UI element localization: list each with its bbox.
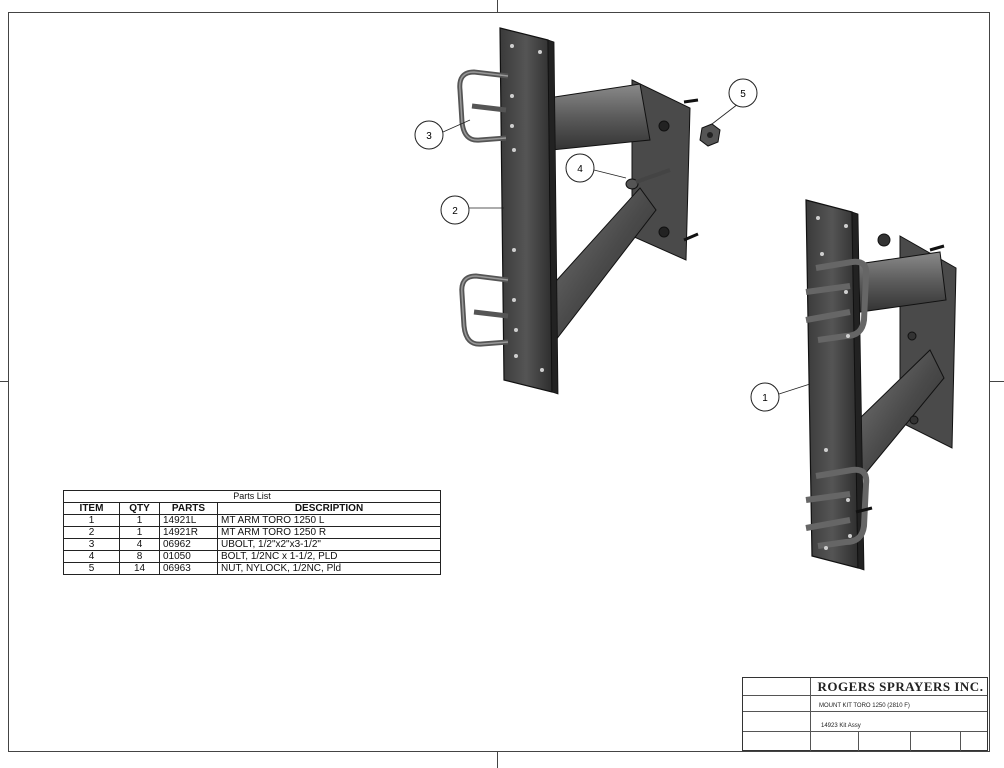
- leader-lines: [442, 103, 811, 395]
- cell-part: 06963: [159, 562, 218, 575]
- cell-description: MT ARM TORO 1250 R: [217, 526, 441, 539]
- title-block: ROGERS SPRAYERS INC. MOUNT KIT TORO 1250…: [742, 677, 988, 751]
- u-bolt-upper: [815, 258, 870, 343]
- balloon-1: 1: [762, 393, 768, 404]
- plate-holes: [816, 216, 852, 550]
- header-description: DESCRIPTION: [217, 502, 441, 515]
- cell-description: BOLT, 1/2NC x 1-1/2, PLD: [217, 550, 441, 563]
- plate-edge: [851, 211, 865, 571]
- table-row: 4 8 01050 BOLT, 1/2NC x 1-1/2, PLD: [63, 550, 441, 563]
- cell-part: 06962: [159, 538, 218, 551]
- cell-qty: 14: [119, 562, 160, 575]
- center-mark-left: [0, 381, 8, 382]
- balloon-5: 5: [740, 89, 746, 100]
- center-mark-bottom: [497, 752, 498, 768]
- cell-description: MT ARM TORO 1250 L: [217, 514, 441, 527]
- cell-description: UBOLT, 1/2"x2"x3-1/2": [217, 538, 441, 551]
- header-parts: PARTS: [159, 502, 218, 515]
- header-item: ITEM: [63, 502, 120, 515]
- company-name: ROGERS SPRAYERS INC.: [817, 679, 984, 694]
- table-row: 2 1 14921R MT ARM TORO 1250 R: [63, 526, 441, 539]
- table-row: 5 14 06963 NUT, NYLOCK, 1/2NC, Pld: [63, 562, 441, 575]
- drawing-number: 14923 Kit Assy: [821, 723, 861, 729]
- parts-list-table: Parts List ITEM QTY PARTS DESCRIPTION 1 …: [63, 490, 441, 575]
- main-plate: [499, 27, 553, 393]
- table-row: 3 4 06962 UBOLT, 1/2"x2"x3-1/2": [63, 538, 441, 551]
- plate-holes: [510, 44, 544, 372]
- cell-item: 4: [63, 550, 120, 563]
- cell-item: 1: [63, 514, 120, 527]
- mount-arm-right-assembly: [457, 27, 721, 395]
- nut-item-5: [699, 123, 721, 147]
- cell-part: 14921L: [159, 514, 218, 527]
- drawing-title: MOUNT KIT TORO 1250 (2810 F): [819, 703, 910, 709]
- table-row: 1 1 14921L MT ARM TORO 1250 L: [63, 514, 441, 527]
- cell-item: 5: [63, 562, 120, 575]
- back-plate-bolts: [855, 233, 945, 514]
- center-mark-top: [497, 0, 498, 12]
- bolt-item-4: [625, 168, 671, 190]
- cell-part: 14921R: [159, 526, 218, 539]
- balloon-4: 4: [577, 164, 583, 175]
- main-plate: [805, 199, 859, 569]
- center-mark-right: [990, 381, 1004, 382]
- parts-list-title: Parts List: [63, 490, 441, 503]
- u-bolt-lower: [459, 273, 509, 347]
- cell-item: 2: [63, 526, 120, 539]
- balloon-3: 3: [426, 131, 432, 142]
- balloon-2: 2: [452, 206, 458, 217]
- cell-qty: 1: [119, 514, 160, 527]
- cell-item: 3: [63, 538, 120, 551]
- cell-qty: 1: [119, 526, 160, 539]
- diagonal-brace: [547, 187, 657, 347]
- header-qty: QTY: [119, 502, 160, 515]
- plate-edge: [547, 39, 559, 395]
- drawing-border: [8, 12, 990, 752]
- u-bolt-lower: [815, 466, 870, 549]
- cell-qty: 4: [119, 538, 160, 551]
- cell-part: 01050: [159, 550, 218, 563]
- cell-qty: 8: [119, 550, 160, 563]
- mount-arm-left-assembly: [805, 199, 957, 571]
- back-plate-bolts: [658, 98, 699, 242]
- cell-description: NUT, NYLOCK, 1/2NC, Pld: [217, 562, 441, 575]
- item-balloons: 3 2 4 5 1: [414, 78, 780, 412]
- upper-arm: [547, 83, 651, 151]
